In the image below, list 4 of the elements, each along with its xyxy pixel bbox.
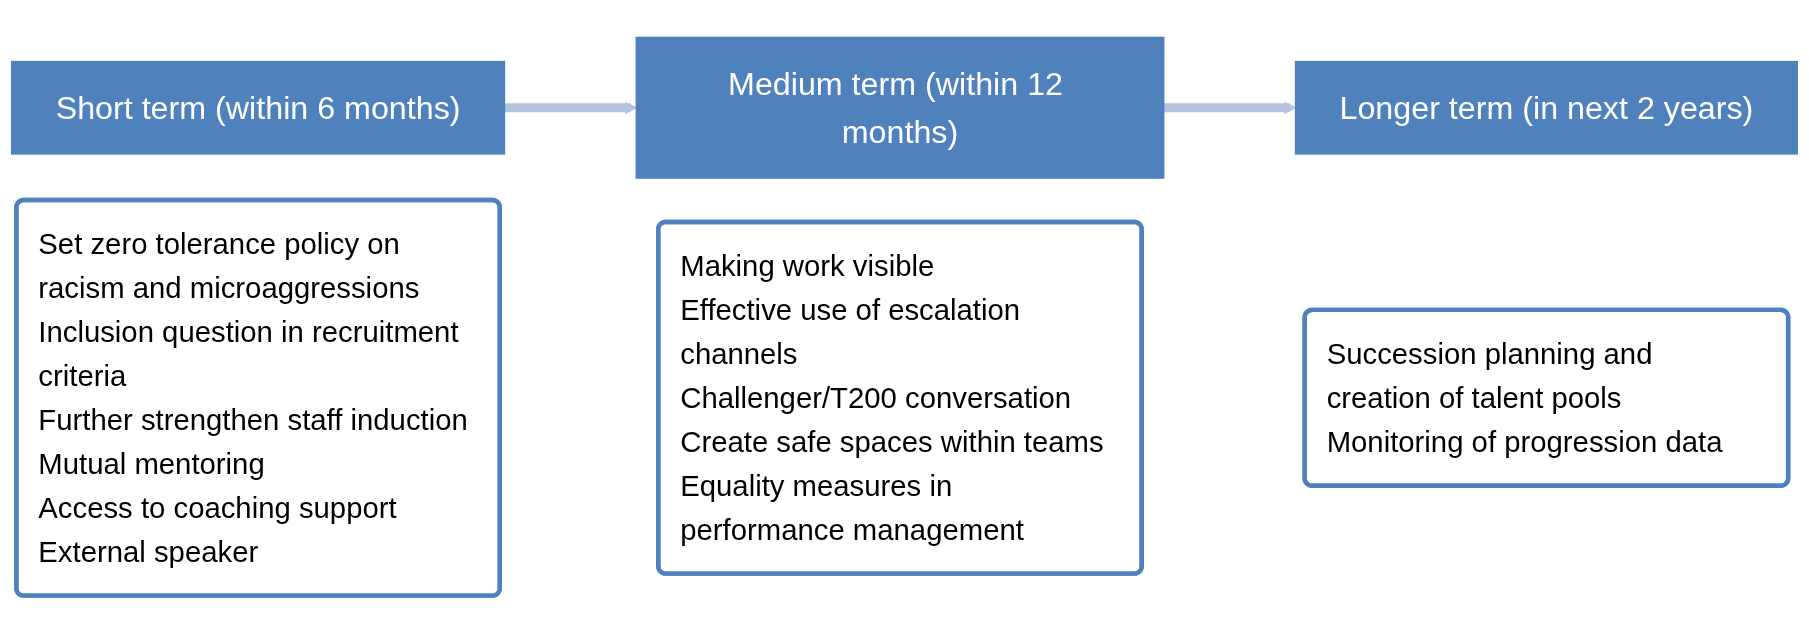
node-box: Short term (within 6 months) [11, 60, 506, 155]
node-box: Longer term (in next 2 years) [1294, 60, 1798, 155]
node-box: Medium term (within 12 months) [635, 36, 1165, 179]
arrow [504, 101, 637, 115]
